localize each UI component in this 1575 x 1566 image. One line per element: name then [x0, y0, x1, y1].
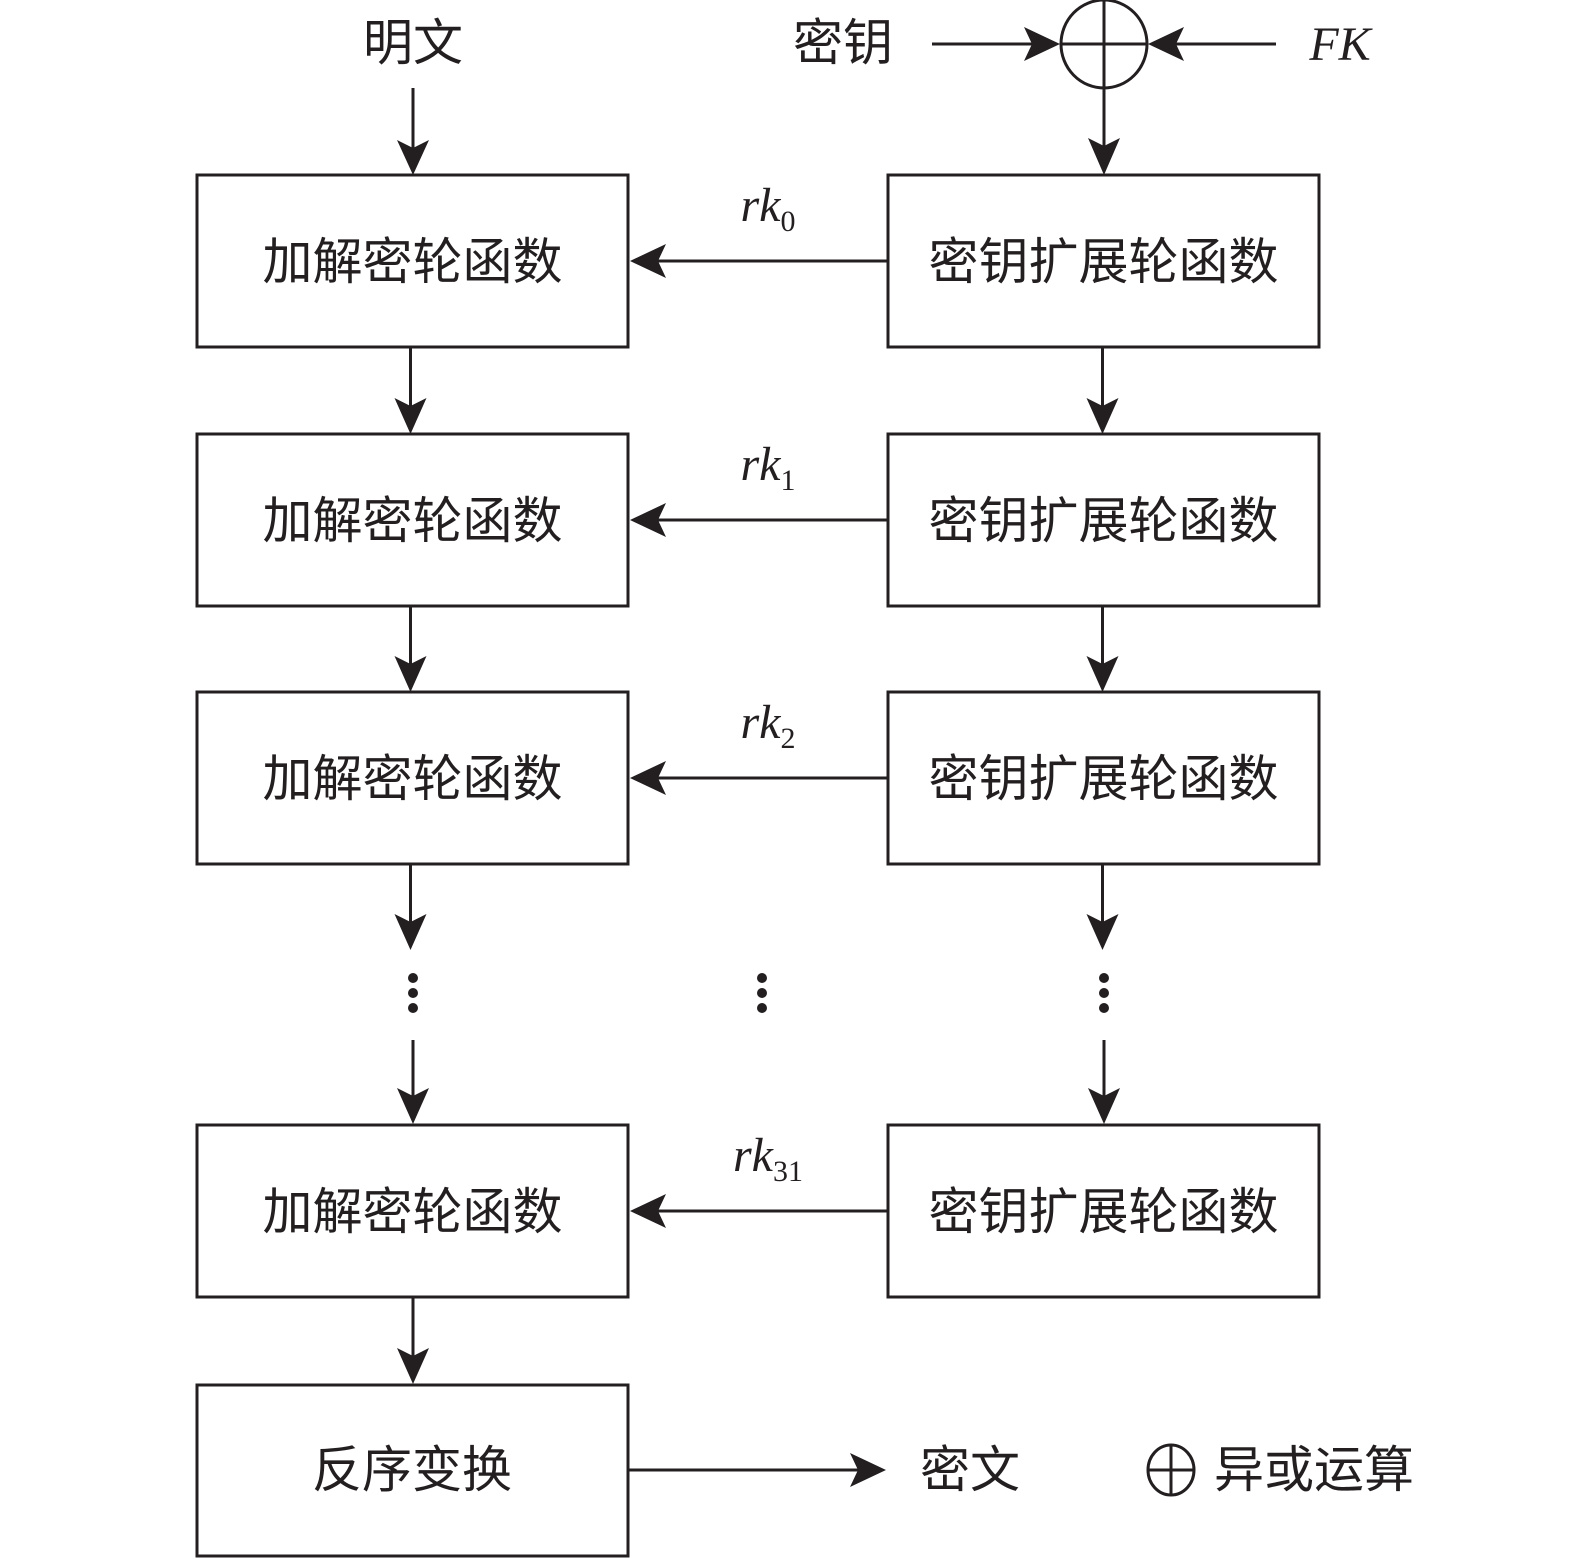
key-expansion-box: 密钥扩展轮函数: [886, 690, 1321, 866]
fk-label: FK: [1308, 18, 1373, 71]
ellipsis-right: [1099, 973, 1109, 1013]
round-key-arrow: [630, 1194, 888, 1228]
round-key-subscript: 2: [780, 722, 795, 755]
key-expansion-label: 密钥扩展轮函数: [929, 1183, 1279, 1241]
key-to-xor-arrow: [932, 27, 1060, 61]
ellipsis-to-last-round-arrow: [397, 1040, 429, 1124]
ciphertext-arrow: [628, 1453, 886, 1487]
xor-icon: [1059, 0, 1149, 90]
round-key-arrow: [630, 244, 888, 278]
round-row: 加解密轮函数 密钥扩展轮函数 rk31: [195, 1123, 1321, 1299]
legend-label: 异或运算: [1214, 1441, 1414, 1499]
round-function-label: 加解密轮函数: [263, 492, 563, 550]
round-key-arrow: [630, 761, 888, 795]
plaintext-label: 明文: [363, 14, 463, 72]
key-expansion-label: 密钥扩展轮函数: [929, 492, 1279, 550]
round-function-label: 加解密轮函数: [263, 750, 563, 808]
xor-to-expansion-arrow: [1088, 88, 1120, 175]
round-key-name: rk: [733, 1129, 775, 1182]
round-key-name: rk: [741, 696, 783, 749]
round-key-arrow: [630, 503, 888, 537]
round-function-label: 加解密轮函数: [263, 233, 563, 291]
round-key-label: rk2: [741, 696, 796, 755]
round-down-arrow: [394, 347, 427, 434]
round-row: 加解密轮函数 密钥扩展轮函数 rk0: [195, 173, 1321, 434]
legend: 异或运算: [1146, 1441, 1414, 1499]
round-function-box: 加解密轮函数: [195, 690, 630, 866]
round-key-label: rk1: [741, 438, 796, 497]
key-expansion-label: 密钥扩展轮函数: [929, 750, 1279, 808]
round-key-subscript: 31: [773, 1155, 803, 1188]
reverse-transform-label: 反序变换: [312, 1441, 512, 1499]
round-key-label: rk0: [741, 179, 796, 238]
ciphertext-label: 密文: [920, 1441, 1020, 1499]
reverse-transform-box: 反序变换: [195, 1383, 630, 1558]
round-key-name: rk: [741, 179, 783, 232]
key-expansion-box: 密钥扩展轮函数: [886, 432, 1321, 608]
ellipsis-middle: [757, 973, 767, 1013]
round-function-label: 加解密轮函数: [263, 1183, 563, 1241]
key-expansion-label: 密钥扩展轮函数: [929, 233, 1279, 291]
round-to-reverse-arrow: [397, 1298, 429, 1384]
key-expansion-box: 密钥扩展轮函数: [886, 1123, 1321, 1299]
round-key-subscript: 0: [780, 205, 795, 238]
round-function-box: 加解密轮函数: [195, 1123, 630, 1299]
round-key-label: rk31: [733, 1129, 803, 1188]
round-down-arrow: [394, 864, 427, 950]
round-key-name: rk: [741, 438, 783, 491]
round-row: 加解密轮函数 密钥扩展轮函数 rk2: [195, 690, 1321, 950]
plaintext-arrow: [397, 88, 429, 175]
key-label: 密钥: [793, 14, 893, 72]
expansion-down-arrow: [1086, 864, 1119, 950]
expansion-down-arrow: [1086, 606, 1119, 692]
fk-to-xor-arrow: [1148, 27, 1276, 61]
ellipsis-to-last-expansion-arrow: [1088, 1040, 1120, 1124]
expansion-down-arrow: [1086, 347, 1119, 434]
round-function-box: 加解密轮函数: [195, 173, 630, 349]
round-row: 加解密轮函数 密钥扩展轮函数 rk1: [195, 432, 1321, 692]
ellipsis-left: [408, 973, 418, 1013]
round-function-box: 加解密轮函数: [195, 432, 630, 608]
legend-xor-icon: [1146, 1443, 1196, 1497]
key-expansion-box: 密钥扩展轮函数: [886, 173, 1321, 349]
round-key-subscript: 1: [780, 464, 795, 497]
round-down-arrow: [394, 606, 427, 692]
